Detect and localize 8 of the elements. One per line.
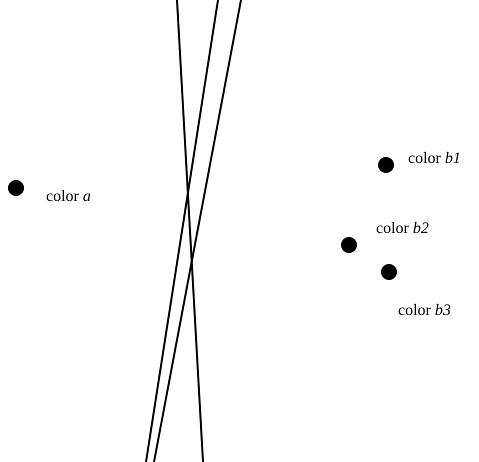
dot-marker (341, 237, 357, 253)
point-label: color b1 (408, 150, 461, 168)
dot-marker (378, 157, 394, 173)
point-label: color b2 (376, 220, 429, 238)
dot-marker (381, 264, 397, 280)
point-label: color b3 (398, 302, 451, 320)
point-label: color a (46, 188, 91, 206)
dot-marker (8, 180, 24, 196)
